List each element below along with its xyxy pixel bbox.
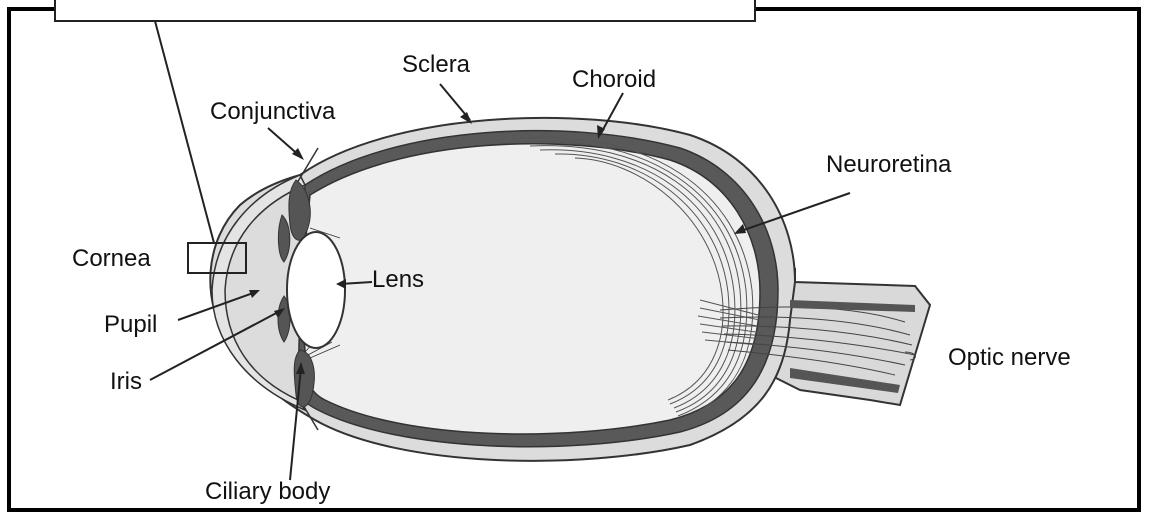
inset-leader-line <box>155 21 214 243</box>
label-cornea: Cornea <box>72 247 151 271</box>
inset-box <box>55 0 755 21</box>
label-conjunctiva: Conjunctiva <box>210 100 335 124</box>
label-lens: Lens <box>372 268 424 292</box>
label-sclera: Sclera <box>402 53 470 77</box>
label-neuroretina: Neuroretina <box>826 153 951 177</box>
label-iris: Iris <box>110 370 142 394</box>
lens <box>287 232 345 348</box>
label-pupil: Pupil <box>104 313 157 337</box>
label-optic-nerve: Optic nerve <box>948 346 1071 370</box>
label-choroid: Choroid <box>572 68 656 92</box>
label-ciliary-body: Ciliary body <box>205 480 330 504</box>
